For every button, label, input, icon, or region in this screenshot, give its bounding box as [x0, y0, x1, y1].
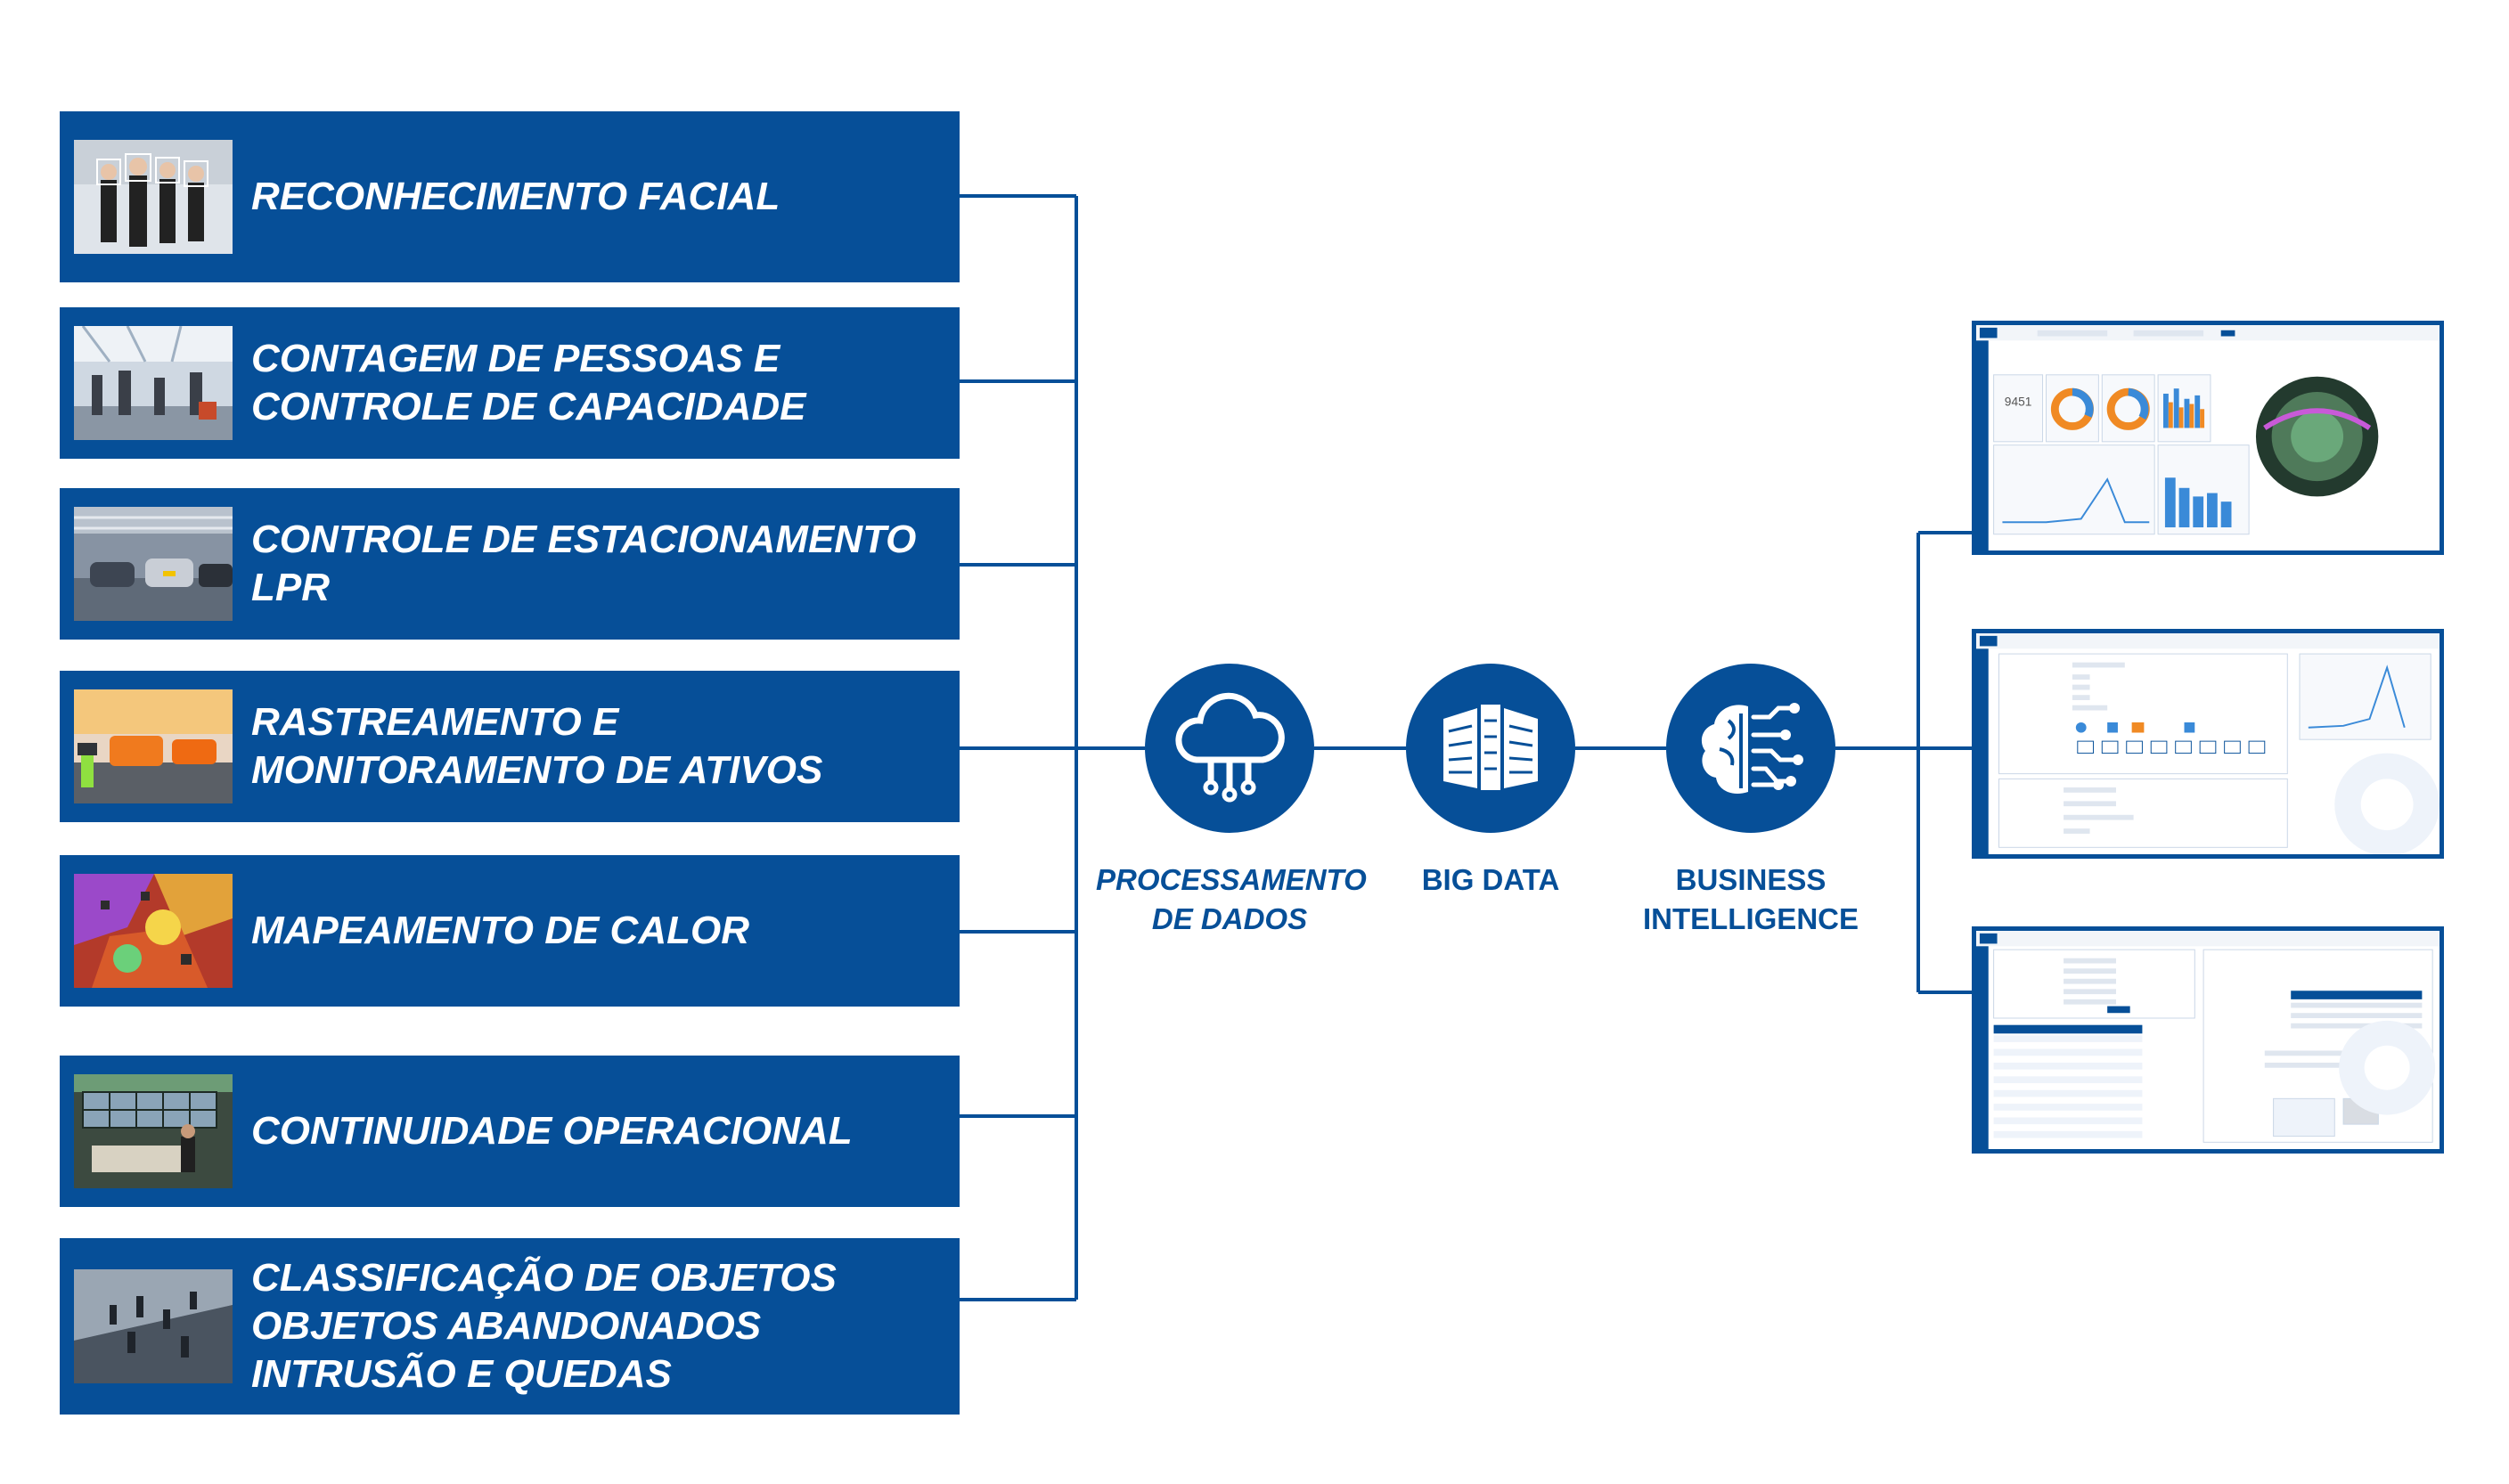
- feature-people-counting: CONTAGEM DE PESSOAS E CONTROLE DE CAPACI…: [60, 307, 960, 459]
- feature-label: RECONHECIMENTO FACIAL: [251, 175, 780, 218]
- feature-label: CONTROLE DE ESTACIONAMENTO LPR: [251, 518, 917, 609]
- feature-asset-tracking: RASTREAMENTO E MONITORAMENTO DE ATIVOS: [60, 671, 960, 822]
- feature-label: CONTINUIDADE OPERACIONAL: [251, 1109, 853, 1153]
- search-results-screenshot: [1972, 926, 2444, 1154]
- airport-people-photo: [74, 326, 233, 440]
- report-config-screenshot: [1972, 629, 2444, 859]
- parking-garage-photo: [74, 507, 233, 621]
- cloud-network-icon: [1145, 664, 1314, 833]
- server-buildings-icon: [1406, 664, 1575, 833]
- pipeline-label-big-data: BIG DATA: [1421, 863, 1560, 896]
- luggage-belt-photo: [74, 689, 233, 803]
- feature-label: CLASSIFICAÇÃO DE OBJETOS OBJETOS ABANDON…: [251, 1256, 837, 1396]
- feature-label: RASTREAMENTO E MONITORAMENTO DE ATIVOS: [251, 700, 823, 792]
- feature-heat-mapping: MAPEAMENTO DE CALOR: [60, 855, 960, 1007]
- brain-circuit-icon: [1666, 664, 1835, 833]
- heatmap-photo: [74, 874, 233, 988]
- feature-facial-recognition: RECONHECIMENTO FACIAL: [60, 111, 960, 282]
- feature-label: CONTAGEM DE PESSOAS E CONTROLE DE CAPACI…: [251, 337, 806, 428]
- pipeline-label-processing: PROCESSAMENTO DE DADOS: [1096, 863, 1367, 935]
- control-room-photo: [74, 1074, 233, 1188]
- feature-parking-lpr: CONTROLE DE ESTACIONAMENTO LPR: [60, 488, 960, 640]
- feature-object-classification: CLASSIFICAÇÃO DE OBJETOS OBJETOS ABANDON…: [60, 1238, 960, 1415]
- faces-crowd-photo: [74, 140, 233, 254]
- walkway-people-photo: [74, 1269, 233, 1383]
- pipeline-label-bi: BUSINESS INTELLIGENCE: [1642, 863, 1859, 935]
- dashboard-screenshot: 9451: [1972, 321, 2444, 555]
- feature-label: MAPEAMENTO DE CALOR: [251, 909, 749, 952]
- feature-operational-continuity: CONTINUIDADE OPERACIONAL: [60, 1056, 960, 1207]
- dashboard-counter: 9451: [2005, 395, 2032, 409]
